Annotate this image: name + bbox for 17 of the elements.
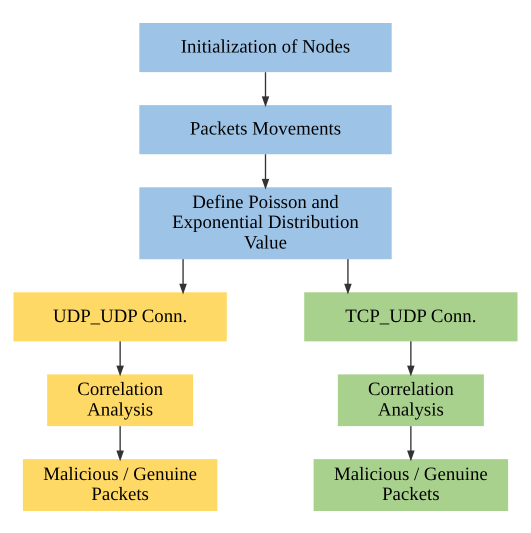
node-box: Malicious / Genuine Packets (22, 458, 218, 510)
node-box: Correlation Analysis (338, 374, 484, 426)
arrow (116, 426, 124, 461)
arrow (407, 340, 415, 376)
node-box: TCP_UDP Conn. (304, 292, 518, 341)
arrow (407, 426, 415, 461)
arrow (116, 340, 124, 376)
arrow (262, 154, 270, 190)
node-box: UDP_UDP Conn. (13, 292, 227, 341)
node-box: Initialization of Nodes (139, 22, 392, 72)
node-box: Packets Movements (139, 104, 392, 154)
node-box: Malicious / Genuine Packets (314, 458, 508, 510)
node-box: Define Poisson and Exponential Distribution Value (139, 186, 392, 259)
arrow (262, 72, 270, 107)
node-box: Correlation Analysis (47, 374, 194, 426)
arrow (344, 258, 352, 294)
arrow (179, 258, 187, 294)
